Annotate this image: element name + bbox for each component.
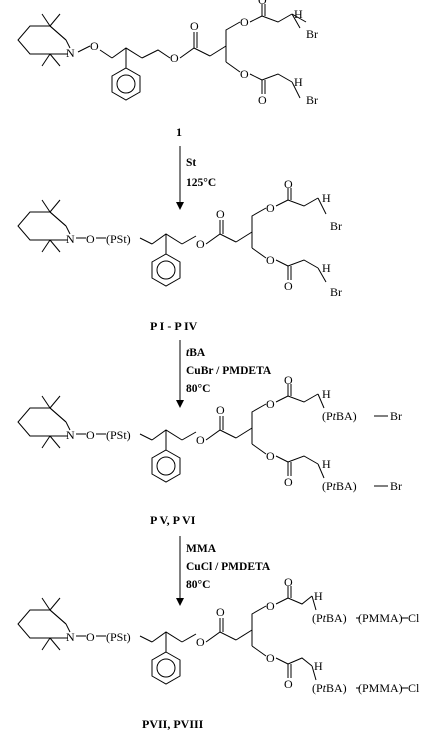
atom-o-11: O bbox=[266, 201, 275, 215]
group-pst-2: (PSt) bbox=[106, 428, 131, 442]
compound-1-structure: N O O O O O H Br O O H Br bbox=[17, 0, 318, 107]
atom-o-8: O bbox=[86, 232, 95, 246]
atom-o-4: O bbox=[240, 15, 249, 29]
compound-3-structure: N O (PSt) O O O O H (PtBA) Br O O H (PtB… bbox=[17, 373, 402, 493]
group-ptba-2: (PtBA) bbox=[322, 479, 357, 493]
group-pst-3: (PSt) bbox=[106, 630, 131, 644]
atom-o-23: O bbox=[196, 635, 205, 649]
atom-h-6: H bbox=[322, 457, 331, 471]
atom-o-28: O bbox=[284, 677, 293, 691]
atom-br-1: Br bbox=[306, 27, 318, 41]
atom-o-26: O bbox=[284, 575, 293, 589]
step-3-conditions: 80°C bbox=[186, 579, 210, 591]
atom-h-2: H bbox=[294, 75, 303, 89]
atom-h-4: H bbox=[322, 261, 331, 275]
group-ptba-4: (PtBA) bbox=[312, 681, 347, 695]
atom-br-3: Br bbox=[330, 219, 342, 233]
compound-label-2: P I - P IV bbox=[150, 319, 198, 333]
step-2-conditions: 80°C bbox=[186, 383, 210, 395]
step-1-conditions: 125°C bbox=[186, 177, 216, 189]
atom-o-17: O bbox=[216, 403, 225, 417]
atom-o-18: O bbox=[266, 397, 275, 411]
atom-o-20: O bbox=[266, 449, 275, 463]
atom-o-12: O bbox=[284, 177, 293, 191]
group-pst-1: (PSt) bbox=[106, 232, 131, 246]
atom-n-1: N bbox=[66, 46, 75, 60]
atom-h-3: H bbox=[322, 191, 331, 205]
atom-o-10: O bbox=[216, 207, 225, 221]
compound-label-3: P V, P VI bbox=[150, 513, 196, 527]
atom-br-5: Br bbox=[390, 409, 402, 423]
atom-o-7: O bbox=[258, 93, 267, 107]
compound-label-1: 1 bbox=[176, 125, 182, 139]
atom-br-6: Br bbox=[390, 479, 402, 493]
step-2-catalyst: CuBr / PMDETA bbox=[186, 365, 272, 377]
group-ptba-3: (PtBA) bbox=[312, 611, 347, 625]
step-3-reagent: MMA bbox=[186, 543, 217, 555]
atom-o-13: O bbox=[266, 253, 275, 267]
atom-br-2: Br bbox=[306, 93, 318, 107]
atom-cl-1: Cl bbox=[408, 611, 420, 625]
atom-n-2: N bbox=[66, 232, 75, 246]
atom-o-9: O bbox=[196, 237, 205, 251]
group-ptba-1: (PtBA) bbox=[322, 409, 357, 423]
atom-h-8: H bbox=[314, 659, 323, 673]
atom-o-22: O bbox=[86, 630, 95, 644]
atom-o-21: O bbox=[284, 475, 293, 489]
atom-h-1: H bbox=[294, 7, 303, 21]
group-pmma-1: (PMMA) bbox=[358, 611, 403, 625]
atom-o-5: O bbox=[258, 0, 267, 7]
atom-o-15: O bbox=[86, 428, 95, 442]
atom-n-3: N bbox=[66, 428, 75, 442]
step-2-reagent: tBA bbox=[186, 347, 206, 359]
atom-h-5: H bbox=[322, 387, 331, 401]
atom-h-7: H bbox=[314, 589, 323, 603]
atom-o-6: O bbox=[240, 67, 249, 81]
atom-n-4: N bbox=[66, 630, 75, 644]
atom-o-2: O bbox=[170, 51, 179, 65]
step-3-catalyst: CuCl / PMDETA bbox=[186, 561, 271, 573]
atom-o-14: O bbox=[284, 279, 293, 293]
compound-4-structure: N O (PSt) O O O O H (PtBA) (PMMA) Cl O O… bbox=[17, 575, 420, 695]
step-1-reagent: St bbox=[186, 157, 196, 169]
group-pmma-2: (PMMA) bbox=[358, 681, 403, 695]
atom-o-27: O bbox=[266, 651, 275, 665]
atom-o-19: O bbox=[284, 373, 293, 387]
atom-o-16: O bbox=[196, 433, 205, 447]
compound-2-structure: N O (PSt) O O O O H Br O O H Br bbox=[17, 177, 342, 299]
atom-o-1: O bbox=[90, 39, 99, 53]
atom-o-3: O bbox=[190, 19, 199, 33]
atom-cl-2: Cl bbox=[408, 681, 420, 695]
atom-o-25: O bbox=[266, 599, 275, 613]
atom-br-4: Br bbox=[330, 285, 342, 299]
atom-o-24: O bbox=[216, 605, 225, 619]
compound-label-4: PVII, PVIII bbox=[142, 717, 204, 731]
